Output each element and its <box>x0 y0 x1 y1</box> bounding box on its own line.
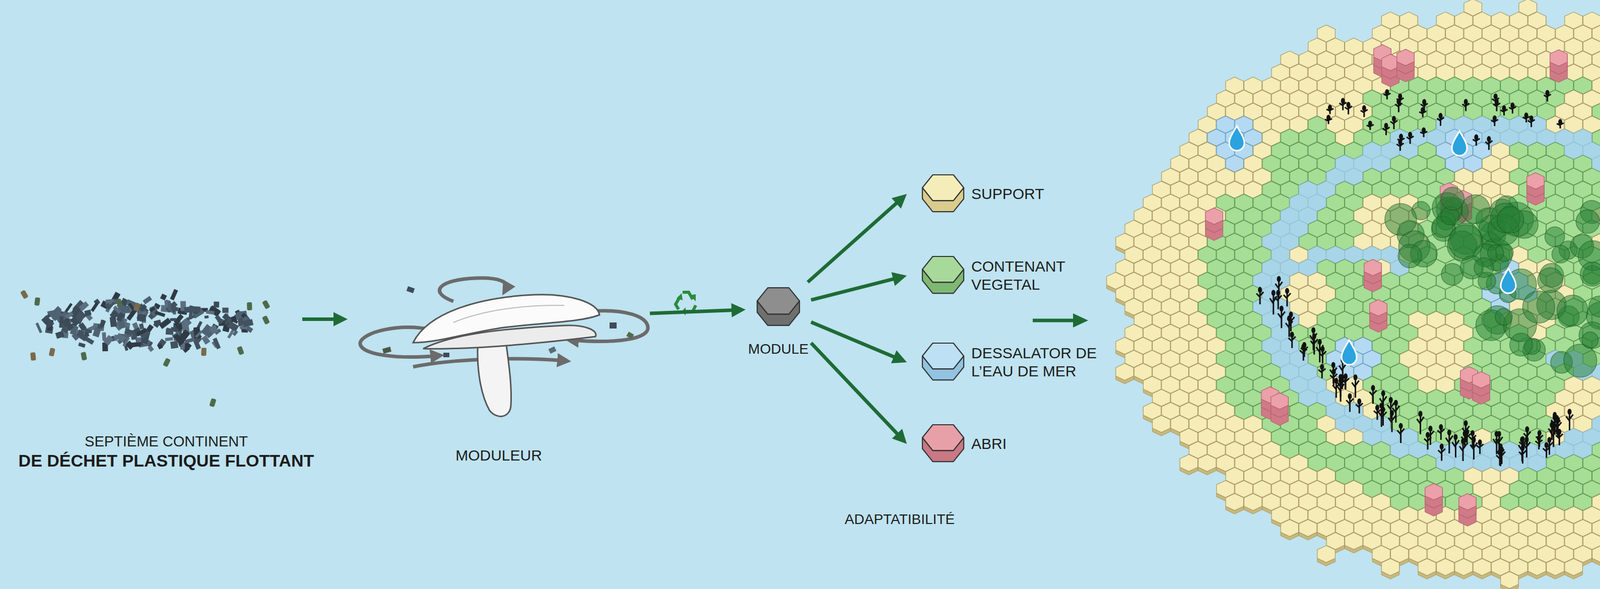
device-detail <box>453 305 565 323</box>
recycle-head <box>676 293 683 301</box>
hex-tile <box>1115 363 1135 381</box>
bottle-piece <box>115 298 123 308</box>
debris-piece <box>154 310 166 318</box>
debris-piece <box>109 316 118 327</box>
debris-piece <box>165 337 174 342</box>
hex-tile <box>1280 519 1299 537</box>
debris-piece <box>213 301 220 308</box>
debris-piece <box>169 317 176 321</box>
debris-piece <box>153 320 161 328</box>
debris-piece <box>222 307 229 313</box>
debris-piece <box>158 317 172 329</box>
bottle-piece <box>201 347 207 357</box>
bottle-piece <box>48 347 56 357</box>
debris-piece <box>186 314 196 321</box>
debris-piece <box>206 310 215 315</box>
bottle-piece <box>246 302 253 311</box>
debris-piece <box>119 305 130 313</box>
hex-tile <box>1152 415 1171 433</box>
debris-piece <box>443 352 450 358</box>
recycle-arrow <box>684 305 696 312</box>
debris-piece <box>626 331 634 340</box>
bottle-piece <box>162 357 171 368</box>
arrow-line <box>1032 318 1075 323</box>
bottle-piece <box>236 346 245 356</box>
debris-piece <box>116 311 125 322</box>
hex-tile <box>1243 493 1262 511</box>
debris-piece <box>160 293 168 301</box>
debris-piece <box>64 311 74 319</box>
debris-piece <box>165 301 178 313</box>
debris-piece <box>209 324 219 335</box>
debris-piece <box>183 306 190 314</box>
debris-piece <box>157 343 164 350</box>
bottle-piece <box>209 397 217 408</box>
recycle-head <box>689 294 696 302</box>
debris-piece <box>165 328 174 336</box>
debris-piece <box>406 286 416 294</box>
hex-island <box>1106 0 1600 589</box>
arrow-head <box>1073 313 1089 328</box>
bottle-piece <box>261 315 271 325</box>
debris-piece <box>128 341 141 348</box>
debris-piece <box>245 325 254 333</box>
debris-piece <box>212 337 221 350</box>
hex-tile <box>1179 454 1198 472</box>
debris-piece <box>169 289 178 301</box>
debris-piece <box>204 315 210 319</box>
debris-piece <box>167 301 171 311</box>
recycle-head <box>681 307 686 316</box>
debris-piece <box>103 335 114 346</box>
bottle-piece <box>80 351 88 361</box>
hex-tile <box>1198 454 1217 472</box>
bottle-piece <box>34 297 41 306</box>
bottle-piece <box>261 299 271 310</box>
bottle-piece <box>30 352 37 361</box>
recycle-icon <box>675 292 696 316</box>
debris-piece <box>242 318 254 327</box>
debris-piece <box>90 301 99 312</box>
debris-piece <box>35 322 42 333</box>
debris-piece <box>78 342 86 348</box>
debris-piece <box>139 323 145 330</box>
debris-piece <box>147 345 155 352</box>
bottle-piece <box>20 289 29 300</box>
debris-piece <box>136 337 142 343</box>
debris-piece <box>214 314 224 325</box>
hex-tile <box>1225 493 1244 511</box>
debris-piece <box>170 340 179 349</box>
bottle-piece <box>132 302 141 312</box>
device-wing <box>413 294 600 343</box>
debris-piece <box>548 346 557 355</box>
moduleur-device <box>360 278 648 417</box>
debris-piece <box>48 309 60 321</box>
debris-piece <box>188 305 201 313</box>
debris-piece <box>139 303 148 312</box>
debris-piece <box>55 330 65 339</box>
plastic-debris <box>20 289 271 408</box>
debris-piece <box>70 316 80 326</box>
debris-piece <box>115 332 127 343</box>
debris-piece <box>136 327 148 337</box>
debris-piece <box>142 295 153 305</box>
debris-piece <box>172 306 179 312</box>
debris-piece <box>76 329 85 338</box>
debris-piece <box>83 336 95 346</box>
debris-piece <box>124 328 133 336</box>
hex-tile <box>1299 519 1318 537</box>
flow-arrow <box>1032 313 1089 328</box>
debris-piece <box>609 322 617 329</box>
debris-piece <box>232 329 238 337</box>
debris-piece <box>99 319 106 328</box>
debris-piece <box>178 329 191 343</box>
debris-piece <box>107 301 115 310</box>
debris-piece <box>382 346 392 354</box>
debris-piece <box>84 309 92 317</box>
debris-piece <box>149 306 156 313</box>
debris-piece <box>137 313 147 322</box>
